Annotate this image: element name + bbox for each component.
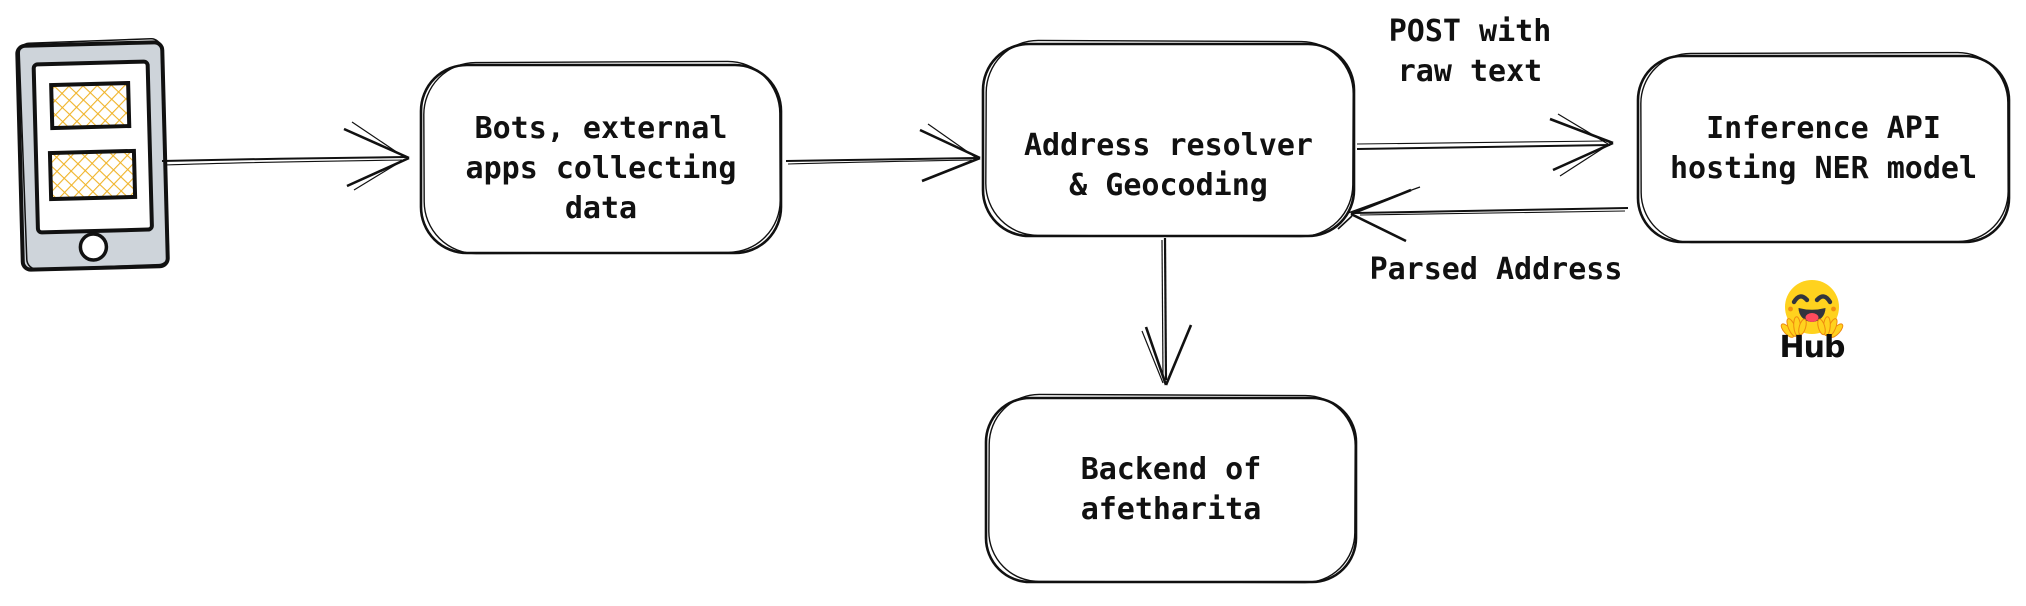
hugging-face-icon xyxy=(1780,280,1844,338)
emoji-tongue xyxy=(1805,313,1819,322)
phone-home-button xyxy=(78,232,109,262)
arrow-resolver-to-backend xyxy=(1141,237,1193,386)
node-resolver-box xyxy=(981,39,1356,238)
emoji-left-eye xyxy=(1791,294,1810,305)
emoji-right-cheek xyxy=(1831,306,1836,312)
emoji-left-cheek xyxy=(1788,306,1793,312)
screen-block-2 xyxy=(47,148,138,202)
arrow-phone-to-bots xyxy=(161,121,410,191)
hub-label: Hub xyxy=(1779,330,1846,365)
emoji-left-hand xyxy=(1780,316,1807,338)
edge-label-post-raw-text: POST with raw text xyxy=(1388,14,1552,89)
phone-icon xyxy=(15,38,170,272)
node-inference-box xyxy=(1636,51,2011,244)
arrow-inference-to-resolver xyxy=(1337,186,1629,243)
arrow-bots-to-resolver xyxy=(785,123,981,183)
node-bots-box xyxy=(419,60,783,255)
edge-label-parsed-address: Parsed Address xyxy=(1369,252,1623,287)
arrow-resolver-to-inference xyxy=(1356,113,1614,177)
screen-block-1 xyxy=(49,80,132,131)
emoji-right-hand xyxy=(1817,316,1844,338)
phone-body-sketch xyxy=(18,38,170,270)
emoji-right-eye xyxy=(1814,294,1833,305)
node-backend-box xyxy=(984,393,1358,584)
